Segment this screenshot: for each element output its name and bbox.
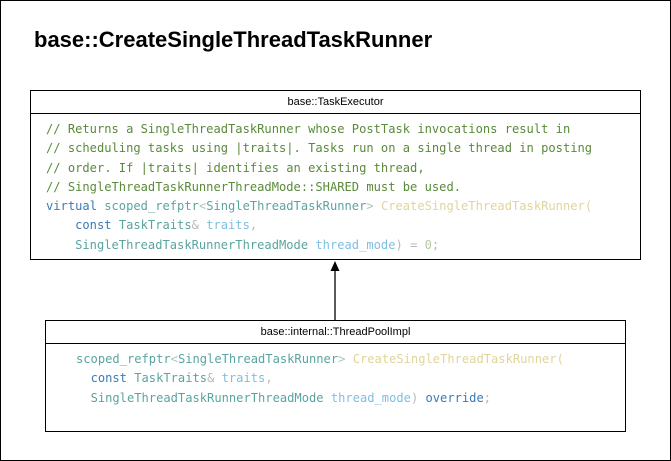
thread-mode-type: SingleThreadTaskRunnerThreadMode: [75, 237, 309, 252]
function-name: CreateSingleThreadTaskRunner: [352, 352, 557, 366]
template-open: <: [198, 199, 207, 214]
traits-param: traits: [206, 218, 250, 233]
return-type: scoped_refptr: [76, 352, 171, 366]
ampersand: &: [207, 371, 215, 386]
comment-line: // order. If |traits| identifies an exis…: [46, 160, 425, 175]
thread-pool-impl-code: scoped_refptr<SingleThreadTaskRunner> Cr…: [76, 350, 564, 408]
thread-mode-type: SingleThreadTaskRunnerThreadMode: [90, 390, 324, 405]
zero-literal: 0: [424, 237, 432, 252]
traits-type: TaskTraits: [134, 371, 208, 386]
traits-type: TaskTraits: [118, 218, 192, 233]
const-keyword: const: [90, 371, 127, 386]
override-keyword: override: [425, 390, 484, 405]
arrow-head: [330, 261, 340, 271]
semicolon: ;: [483, 390, 492, 405]
function-name: CreateSingleThreadTaskRunner: [380, 199, 585, 214]
template-close: >: [366, 199, 374, 214]
open-paren: (: [556, 352, 564, 366]
thread-mode-param: thread_mode: [315, 237, 396, 252]
close-paren: ): [395, 237, 403, 252]
task-executor-code: // Returns a SingleThreadTaskRunner whos…: [46, 120, 592, 255]
template-close: >: [338, 352, 346, 366]
template-open: <: [170, 352, 178, 366]
thread-mode-param: thread_mode: [330, 390, 411, 405]
return-type-arg: SingleThreadTaskRunner: [177, 352, 339, 366]
const-keyword: const: [75, 218, 112, 233]
equals-sign: =: [410, 237, 418, 252]
return-type-arg: SingleThreadTaskRunner: [206, 199, 367, 214]
comma: ,: [265, 371, 273, 386]
task-executor-box: base::TaskExecutor // Returns a SingleTh…: [30, 90, 641, 260]
open-paren: (: [584, 199, 593, 214]
comment-line: // scheduling tasks using |traits|. Task…: [46, 141, 593, 156]
thread-pool-impl-header: base::internal::ThreadPoolImpl: [46, 321, 625, 344]
thread-pool-impl-box: base::internal::ThreadPoolImpl scoped_re…: [45, 320, 626, 432]
semicolon: ;: [431, 237, 440, 252]
comma: ,: [249, 218, 258, 233]
task-executor-header: base::TaskExecutor: [31, 91, 640, 114]
return-type: scoped_refptr: [104, 199, 199, 214]
diagram-title: base::CreateSingleThreadTaskRunner: [34, 27, 433, 52]
ampersand: &: [191, 218, 199, 233]
comment-line: // SingleThreadTaskRunnerThreadMode::SHA…: [46, 179, 462, 194]
comment-line: // Returns a SingleThreadTaskRunner whos…: [46, 122, 571, 136]
close-paren: ): [410, 390, 419, 405]
traits-param: traits: [221, 371, 266, 386]
virtual-keyword: virtual: [46, 199, 97, 214]
